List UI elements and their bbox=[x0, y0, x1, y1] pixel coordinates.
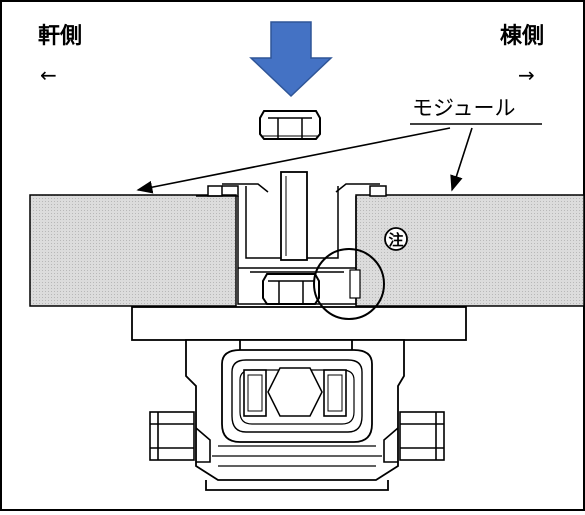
side-clip-right bbox=[383, 411, 445, 463]
mount-body bbox=[185, 339, 405, 491]
hex-nut-fastened bbox=[262, 273, 320, 305]
module-leader-right bbox=[450, 127, 473, 192]
side-clip-left bbox=[149, 411, 211, 463]
module-label: モジュール bbox=[412, 96, 516, 120]
note-mark-label: 注 bbox=[388, 231, 403, 249]
rail-plate bbox=[131, 306, 467, 341]
module-right bbox=[355, 194, 585, 307]
module-leader-left bbox=[136, 127, 451, 194]
module-left bbox=[29, 194, 237, 307]
hex-nut-loose bbox=[259, 110, 321, 140]
ridge-arrow: → bbox=[518, 63, 535, 87]
note-highlight-circle bbox=[313, 248, 385, 320]
ridge-side-label: 棟側 bbox=[500, 23, 544, 49]
clamp-side-tab bbox=[349, 269, 361, 299]
bolt-shaft bbox=[280, 171, 308, 261]
eave-arrow: ← bbox=[40, 63, 57, 87]
eave-side-label: 軒側 bbox=[38, 23, 82, 49]
circled-note-icon: 注 bbox=[384, 227, 408, 251]
down-arrow-icon bbox=[249, 21, 333, 98]
